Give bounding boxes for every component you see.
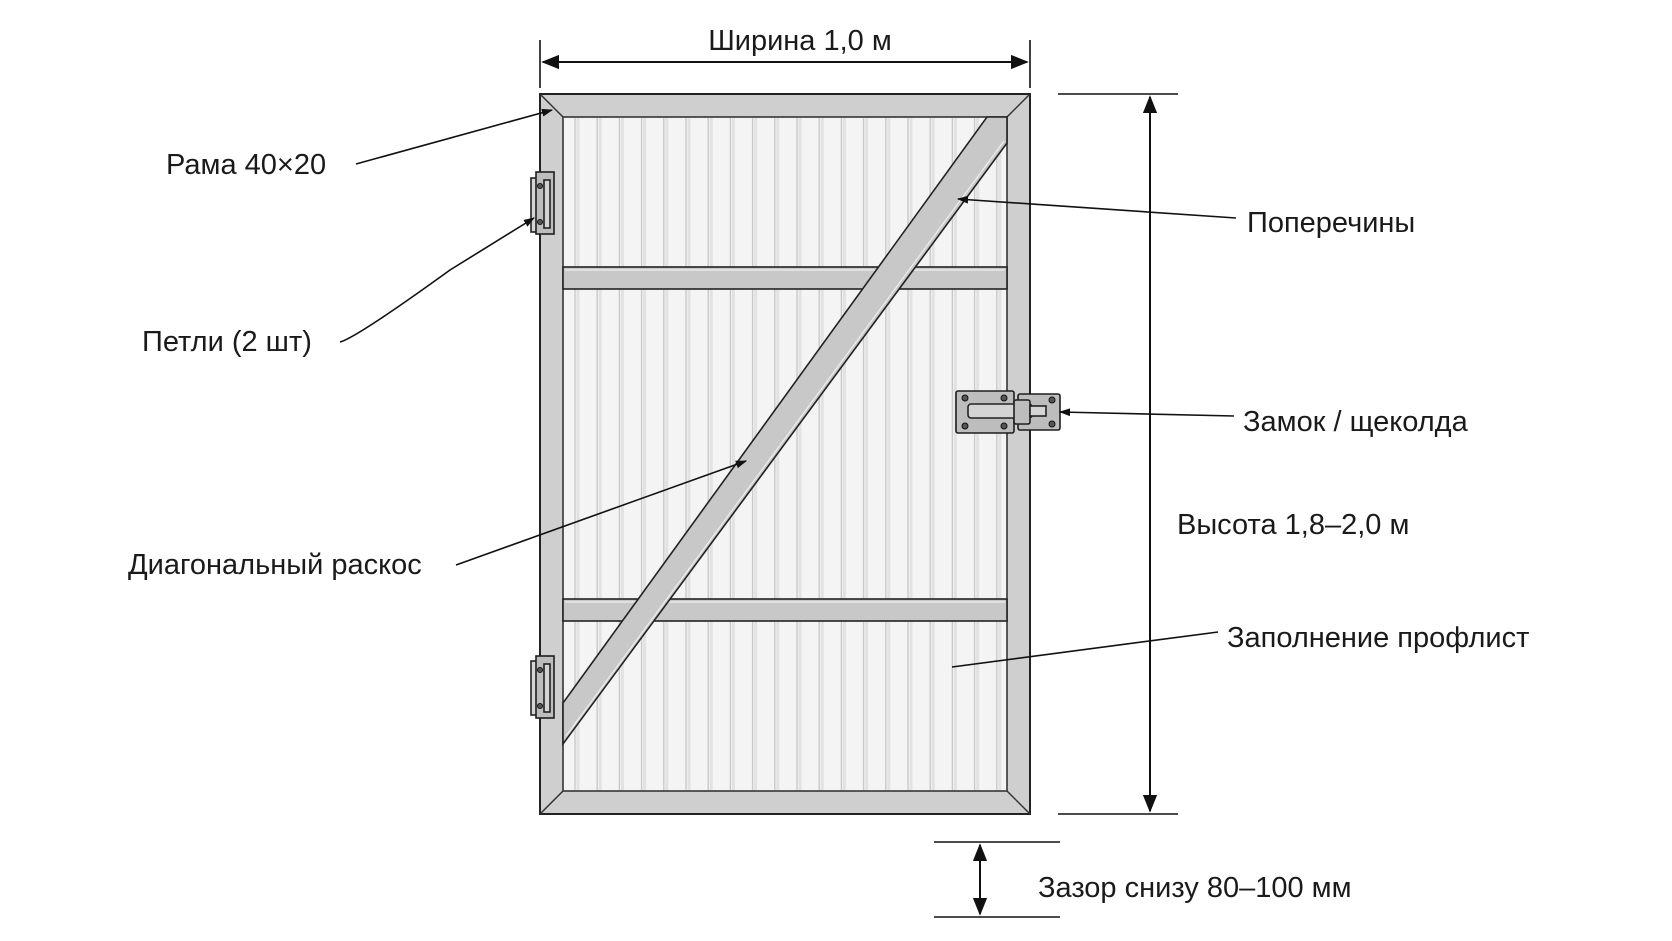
gate	[530, 93, 1061, 815]
diagonal-callout: Диагональный раскос	[128, 460, 748, 581]
gap-dimension: Зазор снизу 80–100 мм	[934, 841, 1352, 918]
crossbars-callout: Поперечины	[956, 195, 1415, 239]
frame-label: Рама 40×20	[166, 149, 326, 181]
hinges-label: Петли (2 шт)	[142, 326, 312, 358]
gap-label: Зазор снизу 80–100 мм	[1038, 872, 1352, 904]
height-label: Высота 1,8–2,0 м	[1177, 509, 1409, 541]
width-dimension: Ширина 1,0 м	[539, 25, 1031, 88]
diagonal-brace	[562, 116, 1008, 747]
lock-label: Замок / щеколда	[1243, 406, 1469, 438]
diagonal-label: Диагональный раскос	[128, 549, 422, 581]
hinges-callout: Петли (2 шт)	[142, 217, 535, 358]
crossbars-label: Поперечины	[1247, 207, 1415, 239]
lock-callout: Замок / щеколда	[1058, 406, 1469, 438]
frame-callout: Рама 40×20	[166, 108, 554, 181]
filling-label: Заполнение профлист	[1227, 622, 1529, 654]
width-label: Ширина 1,0 м	[708, 25, 892, 57]
lower-crossbar	[562, 598, 1008, 622]
bottom-hinge	[530, 655, 555, 719]
filling-callout: Заполнение профлист	[951, 622, 1529, 668]
frame-corner-bevels	[539, 93, 1031, 815]
height-dimension: Высота 1,8–2,0 м	[1058, 93, 1409, 815]
top-hinge	[530, 171, 555, 235]
latch	[955, 390, 1061, 434]
